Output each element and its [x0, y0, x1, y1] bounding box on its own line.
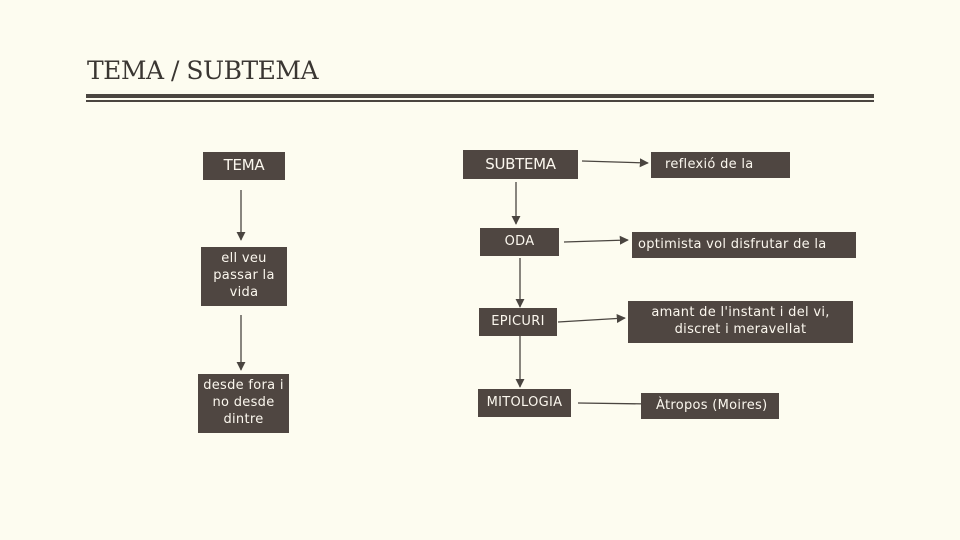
arrow-mitologia-to-detail [577, 399, 652, 409]
arrow-subtema-to-detail [581, 158, 649, 168]
page-title: TEMA / SUBTEMA [87, 56, 319, 85]
tema-item-2: desde fora i no desde dintre [198, 374, 289, 433]
detail-oda: optimista vol disfrutar de la [632, 232, 856, 258]
detail-epicuri: amant de l'instant i del vi, discret i m… [628, 301, 853, 343]
tema-item-1: ell veu passar la vida [201, 247, 287, 306]
subtema-header: SUBTEMA [463, 150, 578, 179]
title-rule-thin [86, 100, 874, 102]
detail-subtema: reflexió de la [651, 152, 790, 178]
detail-mitologia: Àtropos (Moires) [641, 393, 779, 419]
arrow-oda-to-detail [563, 235, 629, 245]
title-rule-thick [86, 94, 874, 98]
tema-header: TEMA [203, 152, 285, 180]
subtema-item-mitologia: MITOLOGIA [478, 389, 571, 417]
subtema-item-oda: ODA [480, 228, 559, 256]
arrow-epicuri-to-detail [557, 313, 626, 324]
subtema-item-epicuri: EPICURI [479, 308, 557, 336]
